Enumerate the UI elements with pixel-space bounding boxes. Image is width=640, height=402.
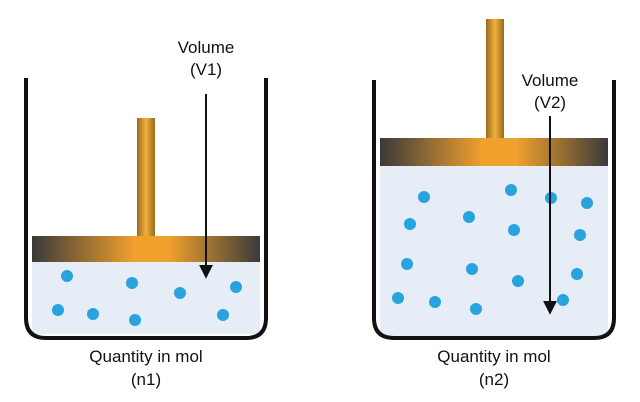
gas-particle	[466, 263, 478, 275]
left-particles	[52, 270, 242, 326]
gas-particle	[126, 277, 138, 289]
gas-particle	[61, 270, 73, 282]
right-volume-label: Volume	[522, 71, 579, 90]
gas-particle	[470, 303, 482, 315]
gas-particle	[581, 197, 593, 209]
gas-particle	[217, 309, 229, 321]
gas-particle	[230, 281, 242, 293]
gas-particle	[174, 287, 186, 299]
left-quantity-label: Quantity in mol	[89, 347, 202, 366]
right-container-wall	[372, 80, 616, 340]
gas-particle	[508, 224, 520, 236]
gas-particle	[463, 211, 475, 223]
left-volume-sub: (V1)	[190, 60, 222, 79]
right-piston-plate	[380, 138, 608, 166]
left-volume-label: Volume	[178, 38, 235, 57]
gas-particle	[512, 275, 524, 287]
gas-particle	[129, 314, 141, 326]
right-piston-rod	[486, 19, 504, 139]
left-container-wall	[24, 78, 268, 340]
gas-particle	[574, 229, 586, 241]
right-gas-region	[380, 166, 608, 336]
right-quantity-sub: (n2)	[479, 370, 509, 389]
left-piston-plate	[32, 236, 260, 262]
right-container: Volume (V2) Quantity in mol (n2)	[372, 19, 616, 389]
gas-particle	[418, 191, 430, 203]
gas-particle	[557, 294, 569, 306]
gas-particle	[429, 296, 441, 308]
gas-particle	[87, 308, 99, 320]
gas-particle	[404, 218, 416, 230]
gas-particle	[52, 304, 64, 316]
left-quantity-sub: (n1)	[131, 370, 161, 389]
left-piston-rod	[137, 118, 155, 237]
right-quantity-label: Quantity in mol	[437, 347, 550, 366]
left-container: Volume (V1) Quantity in mol (n1)	[24, 38, 268, 389]
gas-particle	[505, 184, 517, 196]
gas-particle	[571, 268, 583, 280]
gas-particle	[401, 258, 413, 270]
right-volume-sub: (V2)	[534, 93, 566, 112]
gas-particle	[392, 292, 404, 304]
